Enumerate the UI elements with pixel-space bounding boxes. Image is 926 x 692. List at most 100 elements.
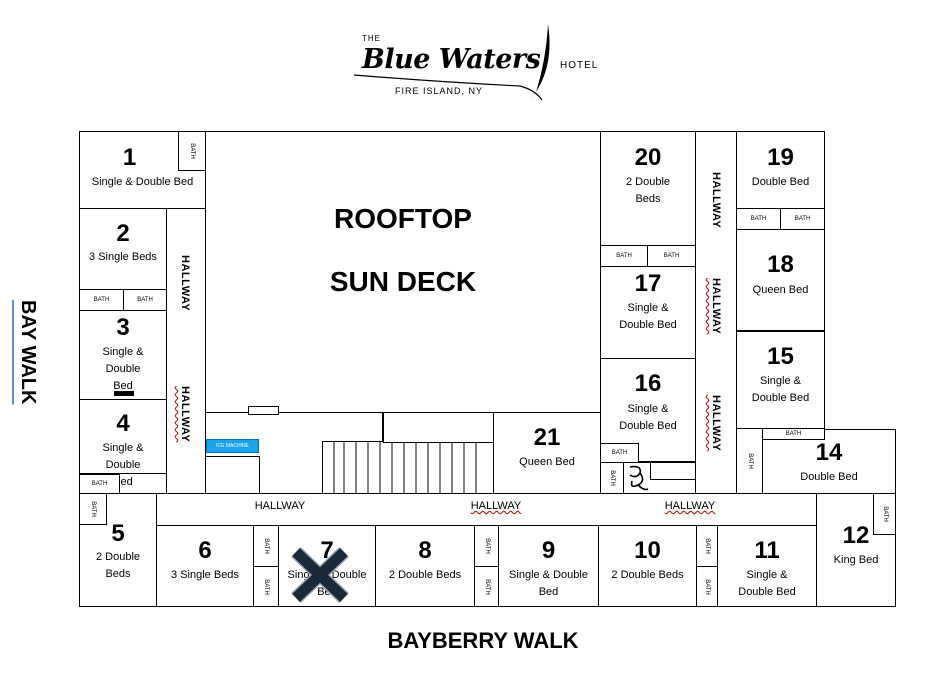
bay-walk-label: BAY WALK [17, 300, 39, 405]
bath: BATH [79, 474, 120, 494]
room-8[interactable]: 8 2 Double Beds [375, 525, 475, 607]
room-description: King Bed [833, 554, 879, 566]
room-number: 1 [122, 144, 137, 171]
deck-title-line1: ROOFTOP [334, 203, 472, 234]
room-14[interactable]: 14 Double Bed [762, 429, 896, 494]
room-description: Single & Double Bed [751, 375, 810, 404]
stairs-icon [322, 441, 494, 494]
hallway-label: HALLWAY [664, 500, 716, 512]
room-3[interactable]: 3 Single & Double Bed [79, 310, 167, 400]
bath: BATH [474, 525, 499, 567]
bath: BATH [600, 462, 624, 494]
bath: BATH [600, 245, 648, 267]
bath: BATH [79, 289, 124, 311]
room-description: Double Bed [751, 176, 810, 188]
room-17[interactable]: 17 Single & Double Bed [600, 266, 696, 359]
room-description: Queen Bed [752, 284, 809, 296]
room-description: Single & Double Bed [619, 403, 677, 432]
room-18[interactable]: 18 Queen Bed [736, 229, 825, 331]
room-description: 2 Double Beds [95, 551, 141, 580]
room-10[interactable]: 10 2 Double Beds [598, 525, 697, 607]
room-number: 10 [634, 537, 661, 564]
logo-name: Blue Waters [362, 44, 541, 75]
room-11[interactable]: 11 Single & Double Bed [717, 525, 817, 607]
room-description: 3 Single Beds [89, 251, 157, 263]
room-description: Single & Double Bed [738, 569, 796, 598]
hallway-label: HALLWAY [710, 172, 722, 229]
spiral-stairs-icon [629, 465, 649, 491]
vent [248, 406, 279, 415]
hallway-label: HALLWAY [254, 500, 306, 512]
room-20[interactable]: 20 2 Double Beds [600, 131, 696, 246]
room-number: 4 [116, 410, 130, 437]
room-19[interactable]: 19 Double Bed [736, 131, 825, 209]
room-number: 6 [198, 537, 212, 564]
room-number: 14 [815, 439, 843, 466]
bath: BATH [253, 566, 279, 607]
hallway-label: HALLWAY [179, 386, 191, 443]
hallway-label: HALLWAY [710, 278, 722, 335]
bath: BATH [123, 289, 167, 311]
bath: BATH [762, 428, 825, 440]
bath: BATH [600, 443, 639, 463]
room-2[interactable]: 2 3 Single Beds [79, 208, 167, 290]
room-6[interactable]: 6 3 Single Beds [156, 525, 254, 607]
room-number: 5 [111, 520, 125, 547]
room-number: 8 [418, 537, 432, 564]
unavailable-x-icon [291, 546, 349, 604]
ice-machine: ICE MACHINE [206, 439, 259, 453]
room-number: 11 [754, 537, 780, 564]
hallway-label: HALLWAY [179, 255, 191, 312]
hallway-label: HALLWAY [470, 500, 522, 512]
room-21[interactable]: 21 Queen Bed [493, 412, 601, 494]
rooftop-sun-deck [205, 131, 601, 413]
room-number: 16 [634, 370, 662, 397]
bath: BATH [780, 208, 825, 230]
bath: BATH [474, 566, 499, 607]
bath: BATH [736, 208, 781, 230]
logo-the: THE [362, 34, 381, 43]
room-description: 3 Single Beds [171, 569, 239, 581]
room-number: 19 [767, 144, 794, 171]
room-description: Single & Double Bed [619, 302, 677, 331]
room-number: 20 [634, 144, 662, 171]
room-description: Queen Bed [519, 456, 575, 468]
room-number: 18 [767, 251, 794, 278]
room-description: 2 Double Beds [625, 176, 671, 205]
deck-title-line2: SUN DECK [329, 266, 477, 297]
hallway-left [166, 208, 206, 494]
room-description: 2 Double Beds [388, 569, 462, 581]
room-number: 2 [116, 220, 130, 247]
landing-small [650, 462, 696, 480]
bath: BATH [873, 493, 896, 535]
room-number: 12 [842, 522, 870, 549]
hallway-label: HALLWAY [710, 395, 722, 452]
landing [383, 412, 494, 443]
bath: BATH [647, 245, 696, 267]
room-9[interactable]: 9 Single & Double Bed [498, 525, 599, 607]
room-description: Single & Double Bed [102, 346, 144, 392]
bath: BATH [178, 131, 206, 171]
room-number: 21 [533, 424, 561, 451]
bath: BATH [79, 493, 107, 525]
room-description: Double Bed [800, 471, 858, 483]
room-4[interactable]: 4 Single & Double Bed [79, 399, 167, 488]
room-description: Single & Double Bed [91, 176, 194, 188]
bath: BATH [696, 525, 718, 567]
logo-swoosh-icon [353, 24, 550, 101]
bath: BATH [696, 566, 718, 607]
room-description: Single & Double Bed [509, 569, 588, 598]
ice-machine-nook [205, 456, 260, 494]
room-number: 3 [116, 314, 130, 341]
bath: BATH [253, 525, 279, 567]
logo-location: FIRE ISLAND, NY [395, 86, 484, 96]
room-number: 9 [541, 537, 556, 564]
room-number: 17 [634, 270, 662, 297]
room-15[interactable]: 15 Single & Double Bed [736, 330, 825, 429]
logo-hotel: HOTEL [560, 60, 599, 71]
room-number: 15 [767, 343, 794, 370]
bayberry-walk-label: BAYBERRY WALK [387, 628, 579, 653]
room-description: 2 Double Beds [611, 569, 684, 581]
bath: BATH [736, 428, 763, 494]
room-marker [114, 391, 134, 396]
